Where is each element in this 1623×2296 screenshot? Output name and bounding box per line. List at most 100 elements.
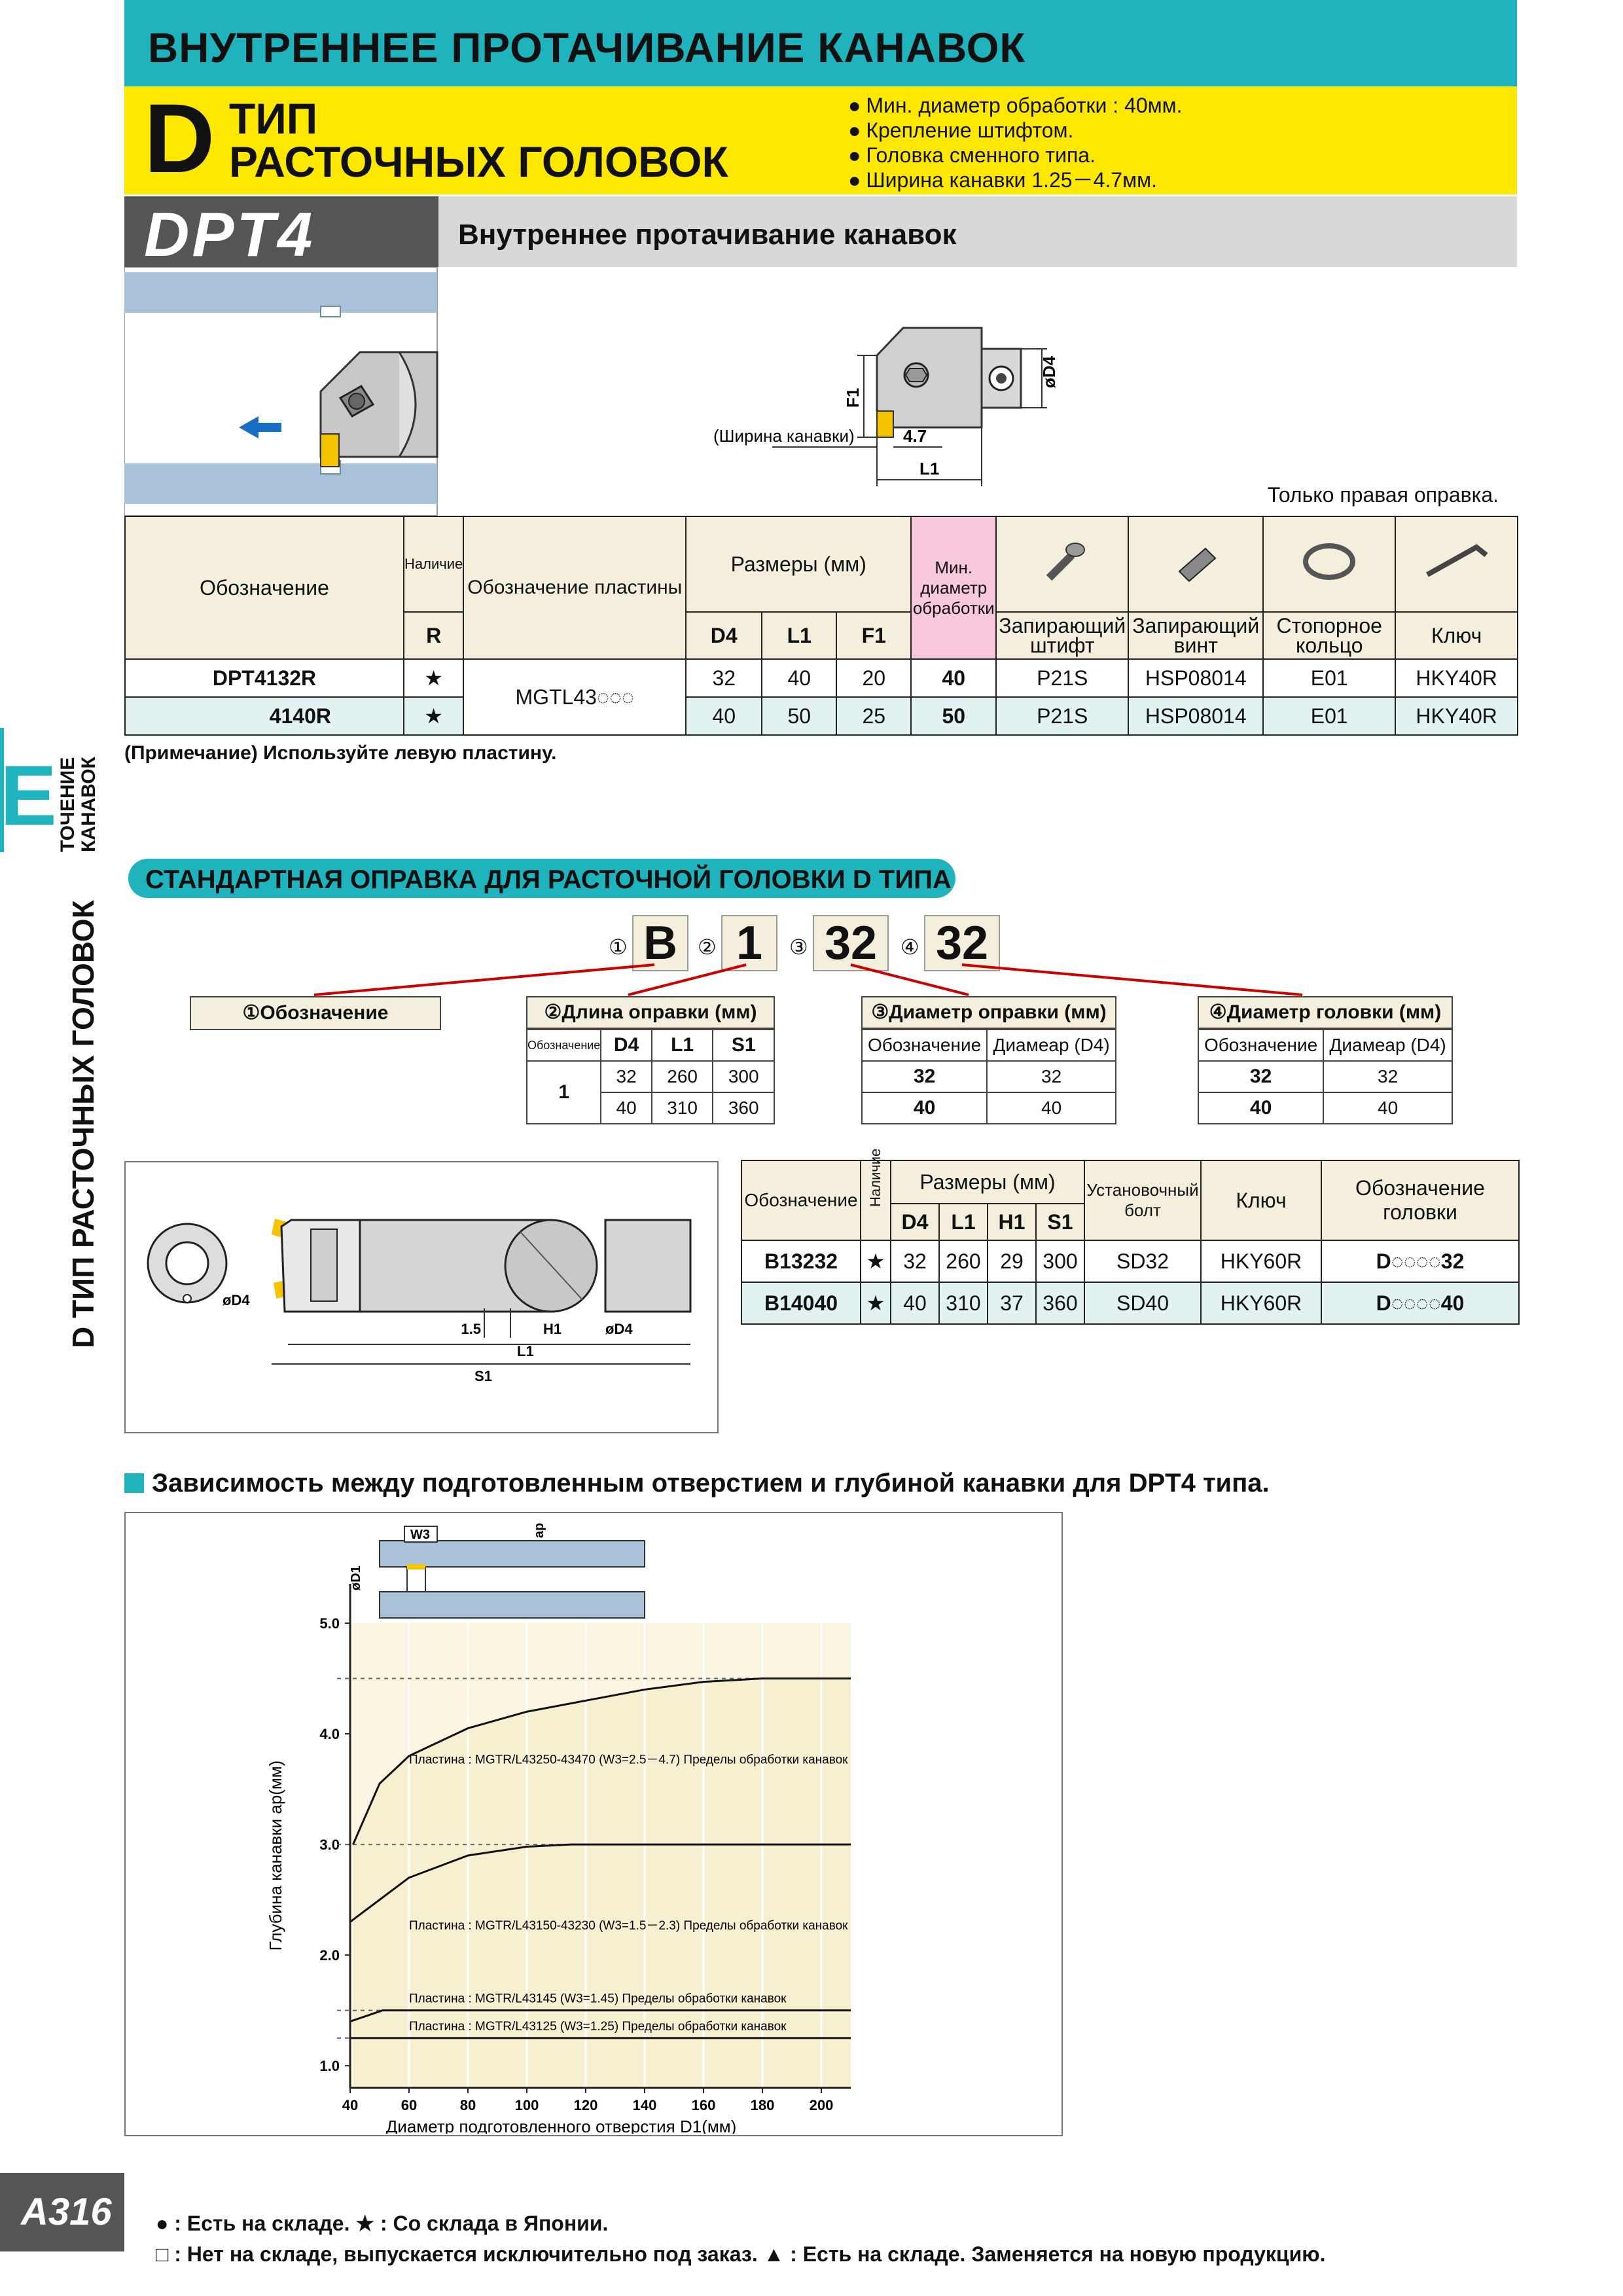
row-d4: 32 [685,658,763,698]
code-num: ① [609,935,628,959]
len-h-d4: D4 [600,1029,652,1062]
x-tick-label: 80 [460,2097,476,2113]
row-s1: 300 [1035,1240,1085,1283]
row-min: 40 [910,658,997,698]
shank-h: Обозначение [861,1029,988,1062]
row-ring: E01 [1262,658,1397,698]
code-box: 32 [924,915,1000,971]
main-title: ВНУТРЕННЕЕ ПРОТАЧИВАНИЕ КАНАВОК [148,24,1026,71]
side-category: ТОЧЕНИЕ КАНАВОК [57,757,99,852]
row-screw: HSP08014 [1128,658,1264,698]
row-l1: 310 [938,1282,988,1325]
col-d4: D4 [890,1203,940,1241]
col-designation: Обозначение [741,1160,861,1241]
series-label: Пластина : MGTR/L43125 (W3=1.25) Пределы… [409,2020,787,2034]
chart-title-text: Зависимость между подготовленным отверст… [152,1469,1270,1498]
bar-spec-table: Обозначение Наличие Размеры (мм) Установ… [741,1149,1520,1325]
row-code: DPT4132R [124,658,404,698]
x-axis-label: Диаметр подготовленного отверстия D1(мм) [386,2117,737,2134]
x-tick-label: 200 [810,2097,834,2113]
len-cell: 260 [651,1060,714,1093]
bar-diagram: øD4 1.5 H1 øD4 L1 S1 [124,1161,719,1433]
header-band: ВНУТРЕННЕЕ ПРОТАЧИВАНИЕ КАНАВОК [124,0,1517,86]
col-h1: H1 [987,1203,1037,1241]
col-f1: F1 [836,611,912,660]
col-insert: Обозначение пластины [463,516,687,660]
len-cell: 40 [600,1092,652,1124]
x-tick-label: 160 [692,2097,716,2113]
type-line2: РАСТОЧНЫХ ГОЛОВОК [229,137,728,186]
groove-width-label: (Ширина канавки) [713,426,855,446]
l1-label: L1 [919,459,939,478]
shank-cell: 32 [986,1060,1116,1093]
row-l1: 50 [761,696,838,736]
row-pin: P21S [995,658,1130,698]
type-line1: ТИП [229,94,318,143]
col-lock-pin: Запирающий штифт [995,611,1130,660]
row-code: 4140R [124,696,404,736]
subtitle: Внутреннее протачивание канавок [458,219,957,251]
head-diam-title: ④Диаметр головки (мм) [1198,996,1453,1029]
table-row: B14040 ★ 40 310 37 360 SD40 HKY60R D◌◌◌◌… [741,1282,1520,1325]
page-number-badge: A316 [0,2173,124,2251]
h1-label: H1 [543,1321,562,1337]
col-availability: Наличие [860,1149,891,1241]
side-accent [0,728,4,852]
col-l1: L1 [761,611,838,660]
side-letter: E [0,747,57,843]
col-ring-icon [1262,516,1397,613]
designation-box: ①Обозначение [190,996,441,1030]
code-box: B [632,915,688,971]
width-value: 4.7 [903,426,927,446]
head-suffix: 32 [1440,1249,1465,1273]
f1-label: F1 [843,388,863,408]
x-tick-label: 140 [633,2097,657,2113]
col-lock-screw-icon [1128,516,1264,613]
series-label: Пластина : MGTR/L43250-43470 (W3=2.5－4.7… [409,1753,848,1767]
inset-d1-label: øD1 [349,1566,363,1590]
row-min: 50 [910,696,997,736]
shank-cell: 40 [861,1092,988,1124]
feature-bullets: Мин. диаметр обработки : 40мм. Крепление… [848,93,1183,192]
len-code: 1 [526,1060,602,1124]
model-name: DPT4 [144,200,315,270]
row-d4: 32 [890,1240,940,1283]
code-num: ② [698,935,717,959]
type-letter: D [144,83,215,193]
y-axis-label: Глубина канавки ap(мм) [266,1761,285,1951]
row-bolt: SD40 [1084,1282,1202,1325]
row-f1: 20 [836,658,912,698]
bullet: Крепление штифтом. [848,118,1183,143]
side-category-line: КАНАВОК [78,757,99,852]
len-cell: 32 [600,1060,652,1093]
row-avail: ★ [860,1282,891,1325]
col-key: Ключ [1200,1160,1322,1241]
right-only-note: Только правая оправка. [1267,483,1499,507]
col-dims: Размеры (мм) [685,516,912,613]
section2-title-bar: СТАНДАРТНАЯ ОПРАВКА ДЛЯ РАСТОЧНОЙ ГОЛОВК… [128,859,955,898]
row-bolt: SD32 [1084,1240,1202,1283]
row-key: HKY40R [1395,658,1518,698]
row-l1: 260 [938,1240,988,1283]
code-leader-lines [313,963,1303,996]
offset-label: 1.5 [461,1321,481,1337]
section2-title: СТАНДАРТНАЯ ОПРАВКА ДЛЯ РАСТОЧНОЙ ГОЛОВК… [145,865,952,894]
d4-label: øD4 [1039,355,1059,388]
chart-title: Зависимость между подготовленным отверст… [124,1469,1270,1498]
series-line [349,1843,851,1923]
subtitle-bar: Внутреннее протачивание канавок [438,196,1517,267]
headd-h: Диамеар (D4) [1323,1029,1453,1062]
row-avail: ★ [402,658,465,698]
y-tick-label: 3.0 [319,1837,340,1853]
headd-h: Обозначение [1197,1029,1325,1062]
square-bullet-icon [124,1473,144,1493]
side-category-line: ТОЧЕНИЕ [57,757,79,852]
bullet: Мин. диаметр обработки : 40мм. [848,93,1182,118]
l1-dim-label: L1 [517,1343,534,1359]
y-tick-label: 5.0 [319,1615,340,1632]
table-row: B13232 ★ 32 260 29 300 SD32 HKY60R D◌◌◌◌… [741,1240,1520,1283]
